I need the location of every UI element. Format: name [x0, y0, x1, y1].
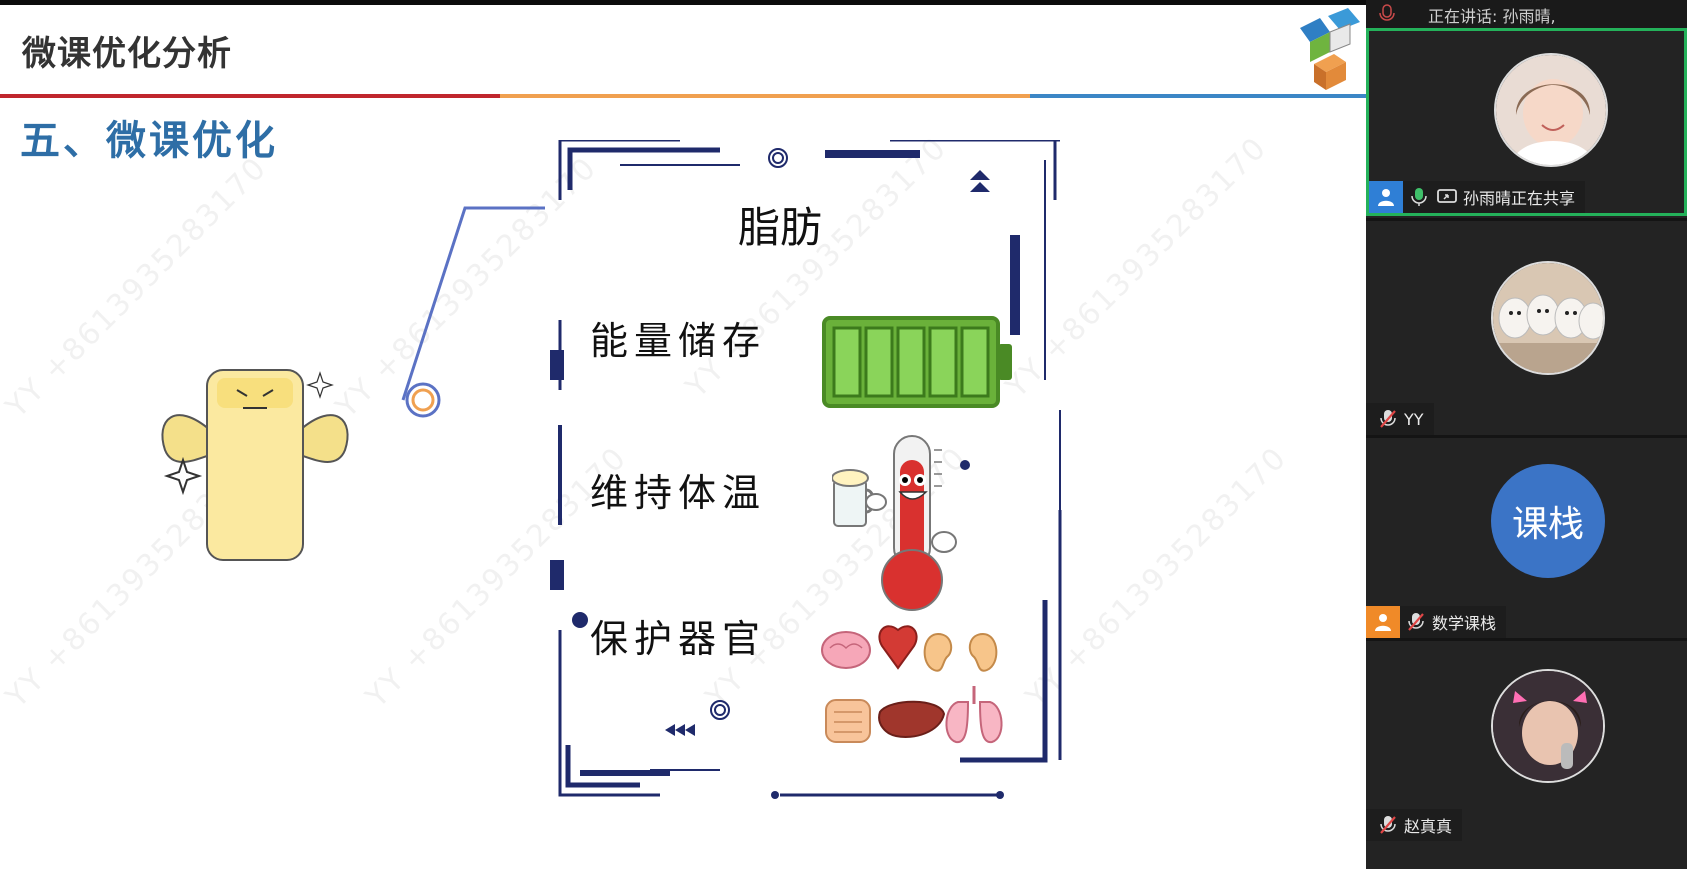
avatar: 课栈: [1491, 464, 1605, 578]
mic-on-icon[interactable]: [1407, 185, 1431, 209]
speaking-text: 正在讲话: 孙雨晴,: [1428, 7, 1556, 26]
title-stripe-red: [0, 94, 500, 98]
user-icon: [1369, 181, 1403, 213]
fat-mascot-icon: [161, 369, 349, 561]
participant-name: 赵真真: [1404, 817, 1453, 836]
tile-divider: [1366, 218, 1687, 221]
slide-top-bar: [0, 0, 1366, 5]
fat-title: 脂肪: [738, 203, 823, 252]
participant-name-plate: 孙雨晴正在共享: [1369, 181, 1586, 213]
thermometer-icon: [832, 435, 957, 611]
user-icon: [1366, 606, 1400, 638]
participant-name-plate: 数学课栈: [1366, 606, 1507, 638]
mic-muted-icon[interactable]: [1404, 610, 1428, 634]
organs-icon: [821, 625, 1003, 744]
presentation-slide: 微课优化分析 五、微课优化 YY +8613935283170 YY +8613…: [0, 0, 1366, 869]
speaking-indicator: 正在讲话: 孙雨晴,: [1366, 0, 1687, 28]
participant-tile-1[interactable]: 孙雨晴正在共享: [1366, 28, 1687, 216]
participant-tile-2[interactable]: YY: [1366, 221, 1687, 435]
participant-tile-3[interactable]: 课栈 数学课栈: [1366, 438, 1687, 638]
title-stripe-orange: [500, 94, 1030, 98]
mic-muted-icon[interactable]: [1376, 407, 1400, 431]
slide-title: 微课优化分析: [22, 34, 232, 74]
participant-name: 数学课栈: [1432, 614, 1497, 633]
mic-muted-icon[interactable]: [1376, 813, 1400, 837]
screen-share-icon: [1435, 185, 1459, 209]
tile-divider: [1366, 638, 1687, 641]
participant-name: YY: [1404, 409, 1424, 429]
participant-name-plate: YY: [1366, 403, 1434, 435]
connector-line: [401, 206, 545, 418]
participant-name: 孙雨晴正在共享: [1463, 189, 1576, 208]
participant-tile-4[interactable]: 赵真真: [1366, 641, 1687, 841]
title-stripe-blue: [1030, 94, 1366, 98]
battery-icon: [822, 316, 1012, 408]
cube-logo-icon: [1300, 8, 1360, 90]
decorative-frame: [550, 140, 1062, 799]
tile-divider: [1366, 435, 1687, 438]
section-title: 五、微课优化: [20, 118, 278, 164]
avatar: [1491, 669, 1605, 783]
avatar: [1491, 261, 1605, 375]
mic-icon: [1379, 4, 1395, 21]
participant-name-plate: 赵真真: [1366, 809, 1463, 841]
avatar: [1494, 53, 1608, 167]
function-label: 维持体温: [590, 471, 767, 515]
function-label: 能量储存: [590, 319, 767, 363]
function-label: 保护器官: [590, 617, 767, 661]
